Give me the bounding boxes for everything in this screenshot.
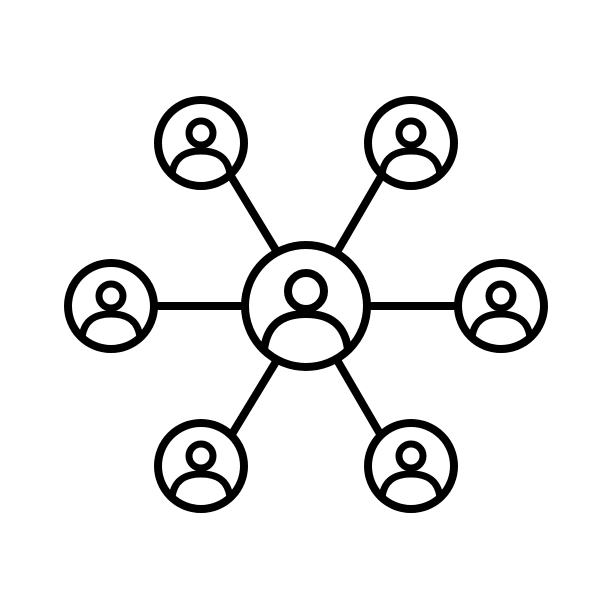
user-body — [168, 470, 234, 501]
center-user-head — [284, 269, 328, 313]
connection-top-right — [333, 169, 387, 256]
user-body — [378, 470, 444, 501]
connection-bottom-right — [333, 356, 387, 443]
user-head — [95, 280, 127, 312]
user-node-bottom-right — [364, 419, 458, 513]
user-body — [378, 147, 444, 178]
connections — [150, 169, 462, 443]
user-node-right — [454, 259, 548, 353]
user-node-left — [64, 259, 158, 353]
user-head — [395, 440, 427, 472]
center-user-body — [260, 309, 352, 354]
user-body — [168, 147, 234, 178]
user-head — [185, 117, 217, 149]
connection-bottom-left — [225, 356, 281, 443]
user-node-top-left — [154, 96, 248, 190]
user-body — [78, 310, 144, 341]
user-body — [468, 310, 534, 341]
user-head — [185, 440, 217, 472]
connection-top-left — [225, 169, 281, 256]
user-node-top-right — [364, 96, 458, 190]
user-head — [395, 117, 427, 149]
user-node-bottom-left — [154, 419, 248, 513]
center-user-node — [241, 241, 371, 371]
user-head — [485, 280, 517, 312]
